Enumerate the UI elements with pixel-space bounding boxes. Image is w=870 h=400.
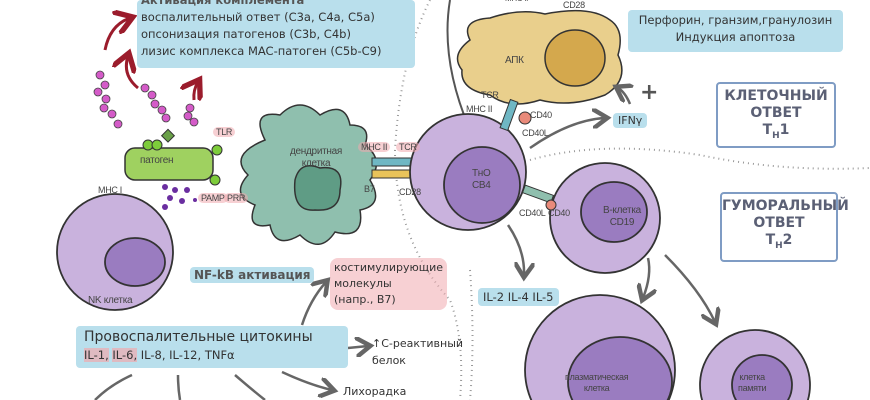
memory-label-line: клетка — [739, 372, 765, 382]
complement-arrow-3 — [194, 82, 198, 100]
arrow-b-plasma — [643, 257, 649, 298]
cytokines-box: Провоспалительные цитокины IL-1, IL-6, I… — [76, 326, 348, 368]
bcell-label-line: B-клетка — [603, 205, 641, 216]
arrow-cyt-fever — [281, 370, 332, 390]
bcell-label-line: CD19 — [609, 217, 635, 228]
th1-t: T — [762, 122, 773, 138]
memory-label: клетка памяти — [738, 372, 767, 394]
complement-arrow-1 — [103, 18, 130, 51]
complement-arrow-2 — [126, 56, 139, 90]
th2-line: ГУМОРАЛЬНЫЙ — [722, 198, 849, 214]
complement-line: воспалительный ответ (C3a, C4a, C5a) — [141, 10, 375, 24]
complement-box: Активация комплемента воспалительный отв… — [137, 0, 415, 68]
cytokine-il6: IL-6, — [112, 348, 138, 362]
tcr-apc-label: TCR — [481, 90, 499, 100]
th1-response-frame: КЛЕТОЧНЫЙ ОТВЕТ TH1 — [716, 82, 836, 148]
complement-line: опсонизация патогенов (C3b, C4b) — [141, 27, 351, 41]
pamp-dots — [162, 184, 197, 210]
cd28-dc-label: CD28 — [399, 187, 421, 197]
arrow-th0-ifn — [529, 118, 605, 150]
dendritic-label-line: клетка — [301, 158, 331, 169]
cd40-apc-label: CD40 — [530, 110, 552, 120]
complement-chains — [93, 70, 199, 129]
cytotoxic-line: Индукция апоптоза — [675, 30, 796, 44]
complement-title: Активация комплемента — [141, 0, 305, 7]
th2-line: ОТВЕТ — [753, 215, 805, 231]
costim-line: костимулирующие — [334, 261, 443, 274]
apc-label: АПК — [505, 55, 524, 66]
nk-label: NK клетка — [88, 295, 133, 306]
arrow-cyt-crp — [347, 346, 368, 348]
cytokine-others: IL-8, IL-12, TNFα — [140, 348, 235, 362]
il-box: IL-2 IL-4 IL-5 — [478, 288, 559, 306]
cd28-apc-top-label: CD28 — [563, 0, 585, 10]
pathogen-label: патоген — [140, 155, 174, 166]
th2-num: 2 — [782, 232, 793, 248]
cytotoxic-line: Перфорин, гранзим,гранулозин — [638, 13, 833, 27]
costim-box: костимулирующие молекулы (напр., B7) — [330, 258, 447, 310]
th2-t: T — [765, 232, 776, 248]
bcell-label: B-клетка CD19 — [603, 205, 641, 229]
arrow-cyt-down2 — [176, 374, 182, 400]
th2-sub: H — [775, 240, 783, 251]
cytotoxic-box: Перфорин, гранзим,гранулозин Индукция ап… — [628, 10, 843, 52]
plasma-label-line: плазматическая — [565, 372, 629, 382]
plasma-label-line: клетка — [583, 383, 610, 393]
arrow-cyt-costim — [300, 282, 326, 326]
fever-label: Лихорадка — [343, 385, 407, 398]
crp-line: белок — [372, 354, 406, 367]
mhc2-dc-label: MHC II — [358, 142, 391, 152]
th2-subtype: TH2 — [722, 232, 836, 255]
separator-dotted-th — [529, 147, 870, 170]
plus-sign: + — [640, 80, 659, 105]
arrow-th0-il — [506, 224, 524, 275]
separator-dotted-right — [469, 269, 474, 400]
dendritic-label: дендритная клетка — [290, 146, 342, 170]
plasma-label: плазматическая клетка — [565, 372, 629, 394]
cd40-b-label: CD40 — [548, 208, 570, 218]
costim-line: (напр., B7) — [334, 293, 396, 306]
th0-label: ТнО CB4 — [472, 168, 491, 192]
costim-line: молекулы — [334, 277, 392, 290]
arrow-cyt-down1 — [94, 373, 133, 400]
cd40l-b-label: CD40L — [519, 208, 546, 218]
nfkb-box: NF-kB активация — [190, 267, 315, 283]
th1-line: ОТВЕТ — [750, 105, 802, 121]
tlr-label: TLR — [213, 127, 236, 137]
cytokine-il1: IL-1, — [84, 348, 109, 362]
b7-label: B7 — [364, 184, 375, 194]
cytokines-title: Провоспалительные цитокины — [84, 329, 313, 345]
mhc1-label: MHC I — [98, 185, 122, 195]
ifn-box: IFNγ — [613, 113, 648, 128]
cd40l-apc-label: CD40L — [522, 128, 549, 138]
pathogen-cell — [124, 147, 214, 181]
mhc2-apc-label: MHC II — [466, 104, 493, 114]
arrow-cyt-down3 — [234, 374, 266, 400]
tcr-dc-label: TCR — [396, 142, 420, 152]
th0-label-line: CB4 — [472, 180, 491, 191]
mhc2-apc-top-label: MHC II — [505, 0, 528, 3]
th1-sub: H — [772, 130, 780, 141]
crp-label: ↑С-реактивный белок — [372, 335, 463, 369]
crp-line: ↑С-реактивный — [372, 337, 464, 350]
cytokines-list: IL-1, IL-6, IL-8, IL-12, TNFα — [84, 347, 348, 363]
th2-response-frame: ГУМОРАЛЬНЫЙ ОТВЕТ TH2 — [720, 192, 849, 262]
prr-label: PRR — [224, 193, 249, 203]
arrow-b-memory — [664, 254, 715, 322]
dendritic-label-line: дендритная — [290, 146, 342, 157]
pamp-label: PAMP — [198, 193, 228, 203]
th1-line: КЛЕТОЧНЫЙ — [724, 88, 828, 104]
th0-label-line: ТнО — [472, 168, 491, 179]
th1-subtype: TH1 — [718, 122, 834, 145]
arrow-ifn-apc — [618, 88, 630, 105]
th1-num: 1 — [779, 122, 790, 138]
memory-label-line: памяти — [738, 383, 767, 393]
complement-line: лизис комплекса MAC-патоген (C5b-C9) — [141, 44, 382, 58]
